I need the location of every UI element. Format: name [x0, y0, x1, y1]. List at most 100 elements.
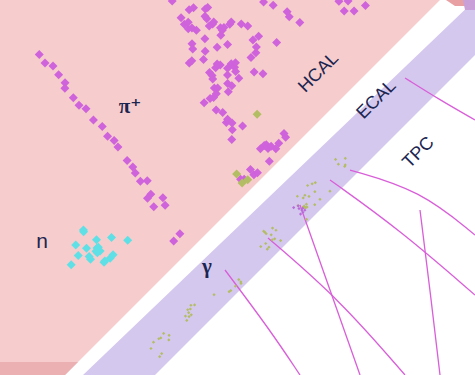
hit-cell	[209, 93, 218, 102]
hit-cell	[334, 0, 343, 6]
hit-cell	[98, 122, 107, 131]
hit-cell	[305, 203, 308, 206]
hit-cell	[187, 315, 190, 318]
hit-cell	[301, 207, 304, 210]
hit-cell	[344, 0, 353, 5]
hit-cell	[272, 38, 281, 47]
hit-cell	[54, 70, 63, 79]
hit-cell	[228, 125, 237, 134]
hit-cell	[328, 190, 331, 193]
hit-cell	[238, 121, 247, 130]
calorimeter-hits	[35, 0, 370, 358]
hit-cell	[167, 338, 170, 341]
detector-label: TPC	[399, 133, 437, 171]
hit-cell	[100, 256, 109, 265]
hit-cell	[306, 184, 309, 187]
hit-cell	[199, 55, 208, 64]
hit-cell	[262, 230, 265, 233]
hit-cell	[186, 308, 189, 311]
hit-cell	[185, 319, 188, 322]
hit-cell	[149, 202, 158, 211]
hit-cell	[269, 1, 278, 10]
hit-cell	[314, 181, 317, 184]
hit-cell	[203, 3, 212, 12]
hit-cell	[227, 17, 236, 26]
hit-cell	[305, 218, 308, 221]
hit-cell	[202, 14, 211, 23]
hit-cell	[274, 229, 277, 232]
hit-cell	[223, 40, 232, 49]
hit-cell	[193, 303, 196, 306]
hit-cell	[161, 201, 170, 210]
hit-cell	[228, 290, 231, 293]
hit-cell	[250, 68, 259, 77]
track-line	[268, 238, 405, 375]
hit-cell	[297, 207, 300, 210]
hit-cell	[60, 84, 69, 93]
tpc-tracks	[225, 78, 475, 375]
hit-cell	[82, 104, 91, 113]
hit-cell	[92, 235, 101, 244]
hit-cell	[313, 190, 316, 193]
hit-cell	[160, 352, 163, 355]
hit-cell	[223, 115, 232, 124]
hit-cell	[303, 194, 306, 197]
hit-cell	[223, 71, 232, 80]
hit-cell	[256, 144, 265, 153]
particle-label: π⁺	[119, 96, 142, 117]
hit-cell	[143, 176, 152, 185]
hit-cell	[296, 195, 299, 198]
hit-cell	[259, 245, 262, 248]
track-line	[420, 210, 440, 375]
hit-cell	[264, 242, 267, 245]
hit-cell	[189, 3, 198, 12]
hit-cell	[113, 142, 122, 151]
hit-cell	[67, 260, 76, 269]
hit-cell	[227, 81, 236, 90]
hit-cell	[237, 19, 246, 28]
hit-cell	[297, 204, 300, 207]
hit-cell	[212, 293, 215, 296]
hit-cell	[267, 142, 276, 151]
hit-cell	[337, 163, 340, 166]
hit-cell	[213, 83, 222, 92]
hit-cell	[201, 47, 210, 56]
hit-cell	[175, 229, 184, 238]
hit-cell	[189, 307, 192, 310]
hit-cell	[292, 206, 295, 209]
hit-cell	[82, 244, 91, 253]
hit-cell	[158, 355, 161, 358]
hit-cell	[270, 233, 273, 236]
hit-cell	[350, 6, 359, 15]
hit-cell	[205, 68, 214, 77]
hit-cell	[258, 69, 267, 78]
hit-cell	[157, 337, 160, 340]
hit-cell	[188, 45, 197, 54]
hit-cell	[271, 238, 274, 241]
hit-cell	[254, 32, 263, 41]
hcal-region	[0, 0, 440, 375]
hit-cell	[299, 213, 302, 216]
hit-cell	[107, 233, 116, 242]
track-line	[350, 170, 475, 235]
particle-label: γ	[202, 256, 212, 277]
hit-cell	[205, 21, 214, 30]
ecal-band	[83, 0, 475, 375]
hit-cell	[313, 203, 316, 206]
hit-cell	[253, 168, 262, 177]
hit-cell	[279, 239, 282, 242]
hit-cell	[253, 110, 262, 119]
hit-cell	[168, 0, 177, 6]
hit-cell	[307, 195, 310, 198]
hit-cell	[231, 58, 240, 67]
hit-cell	[340, 6, 349, 15]
hit-cell	[285, 12, 294, 21]
hit-cell	[131, 168, 140, 177]
hcal-end-cap	[0, 362, 78, 375]
hit-cell	[281, 133, 290, 142]
hit-cell	[86, 255, 95, 264]
ecal-end-cap	[463, 0, 475, 10]
hit-cell	[311, 182, 314, 185]
